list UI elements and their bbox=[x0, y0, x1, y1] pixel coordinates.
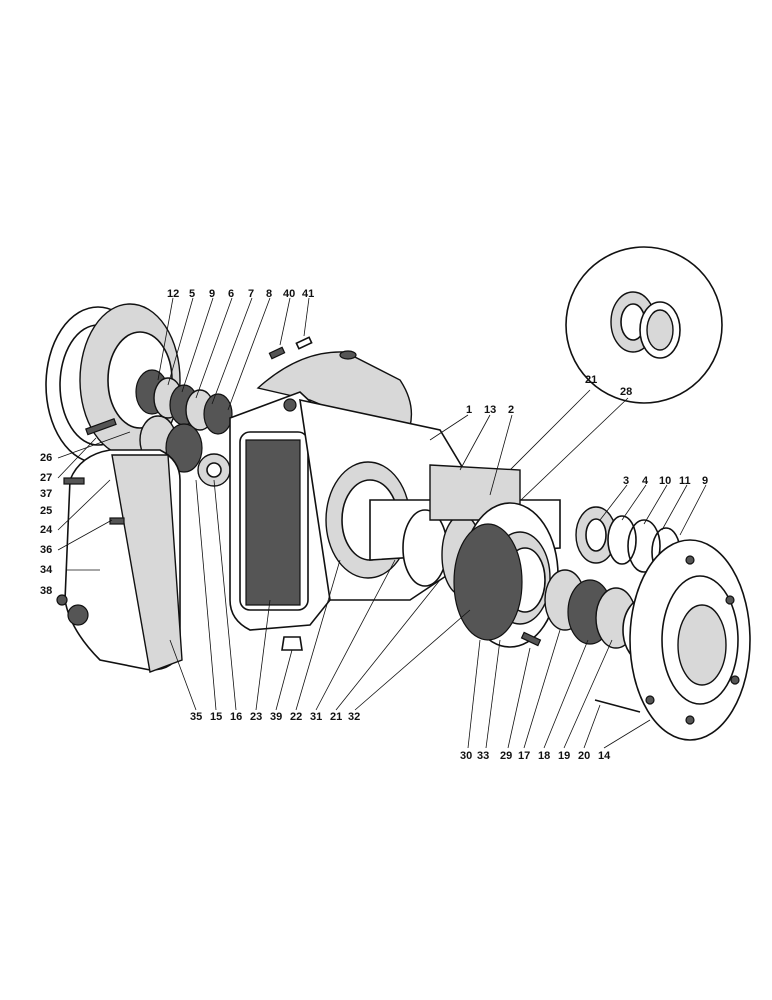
label-14: 14 bbox=[598, 750, 611, 762]
label-21: 21 bbox=[330, 711, 342, 723]
label-1: 1 bbox=[466, 404, 472, 416]
label-23: 23 bbox=[250, 711, 262, 723]
bolts bbox=[63, 336, 542, 651]
label-20: 20 bbox=[578, 750, 590, 762]
label-7-top: 7 bbox=[248, 288, 254, 300]
leader-lines bbox=[57, 297, 707, 749]
label-40: 40 bbox=[283, 288, 295, 300]
label-31: 31 bbox=[310, 711, 322, 723]
label-16: 16 bbox=[230, 711, 242, 723]
label-41: 41 bbox=[302, 288, 314, 300]
part-labels: 12 5 9 6 7 8 40 41 1 13 2 21 28 3 4 10 1… bbox=[40, 288, 708, 762]
label-13: 13 bbox=[484, 404, 496, 416]
label-3: 3 bbox=[623, 475, 629, 487]
label-19: 19 bbox=[558, 750, 570, 762]
label-22: 22 bbox=[290, 711, 302, 723]
label-32: 32 bbox=[348, 711, 360, 723]
label-26: 26 bbox=[40, 452, 52, 464]
inset-detail-circle bbox=[479, 246, 723, 521]
bearing-flange bbox=[453, 502, 559, 648]
label-25: 25 bbox=[40, 505, 52, 517]
wheel-flange bbox=[594, 539, 751, 741]
label-27: 27 bbox=[40, 472, 52, 484]
label-2: 2 bbox=[508, 404, 514, 416]
label-38: 38 bbox=[40, 585, 52, 597]
label-17: 17 bbox=[518, 750, 530, 762]
label-11: 11 bbox=[679, 475, 691, 487]
label-33: 33 bbox=[477, 750, 489, 762]
cover-plate bbox=[56, 449, 183, 673]
label-5-top: 5 bbox=[189, 288, 195, 300]
label-8-top: 8 bbox=[266, 288, 272, 300]
label-29: 29 bbox=[500, 750, 512, 762]
label-9-top: 9 bbox=[209, 288, 215, 300]
label-6-top: 6 bbox=[228, 288, 234, 300]
bearing-stack bbox=[135, 369, 233, 487]
label-36: 36 bbox=[40, 544, 52, 556]
label-9-right: 9 bbox=[702, 475, 708, 487]
label-34: 34 bbox=[40, 564, 53, 576]
label-4: 4 bbox=[642, 475, 649, 487]
label-35: 35 bbox=[190, 711, 202, 723]
label-18: 18 bbox=[538, 750, 550, 762]
label-21-inset: 21 bbox=[585, 374, 597, 386]
label-12-top: 12 bbox=[167, 288, 179, 300]
label-15: 15 bbox=[210, 711, 222, 723]
label-10: 10 bbox=[659, 475, 671, 487]
label-28: 28 bbox=[620, 386, 632, 398]
label-30: 30 bbox=[460, 750, 472, 762]
label-24: 24 bbox=[40, 524, 53, 536]
label-37: 37 bbox=[40, 488, 52, 500]
label-39: 39 bbox=[270, 711, 282, 723]
